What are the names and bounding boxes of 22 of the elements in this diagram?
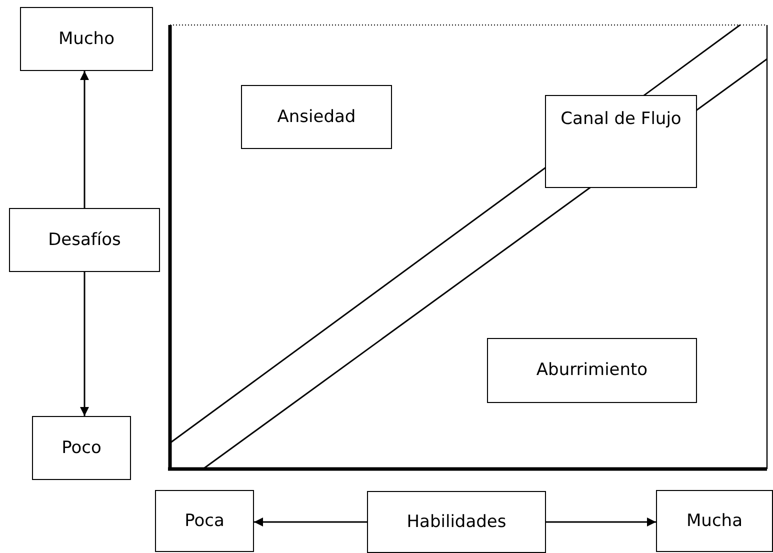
arrow (80, 272, 89, 416)
box-label: Poca (184, 510, 224, 533)
arrow (254, 518, 367, 526)
label-box (20, 7, 153, 71)
box-label: Desafíos (48, 228, 121, 252)
label-box (487, 338, 697, 403)
arrow (546, 518, 656, 526)
box-label: Mucho (58, 28, 114, 51)
label-box (9, 208, 160, 272)
label-box (656, 490, 773, 552)
label-box (155, 490, 254, 552)
box-label: Aburrimiento (536, 359, 648, 382)
box-label: Ansiedad (277, 106, 356, 129)
box-label: Habilidades (406, 510, 506, 534)
box-label: Canal de Flujo (560, 108, 682, 131)
box-label: Mucha (686, 510, 742, 533)
label-box (545, 95, 697, 188)
label-box (32, 416, 131, 480)
arrow (80, 71, 89, 208)
label-box (367, 491, 546, 553)
box-label: Poco (62, 436, 102, 460)
label-box (241, 85, 392, 149)
